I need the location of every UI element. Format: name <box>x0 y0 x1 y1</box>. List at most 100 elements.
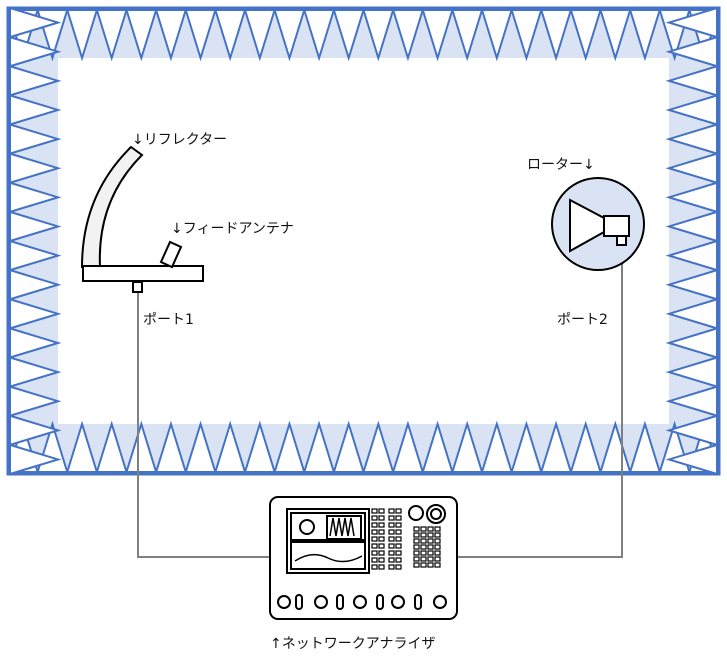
reflector-antenna <box>80 145 204 293</box>
analyzer-key <box>413 556 420 562</box>
absorber-cone <box>665 268 718 301</box>
analyzer-key <box>413 526 420 532</box>
absorber-cone <box>95 420 128 473</box>
absorber-cone <box>451 9 484 62</box>
absorber-cones <box>6 6 721 476</box>
absorber-cone <box>302 420 336 473</box>
analyzer-key <box>427 550 434 556</box>
absorber-cone <box>9 94 62 126</box>
absorber-cone <box>154 420 188 473</box>
absorber-cone <box>451 420 484 473</box>
cable-port2 <box>457 244 623 558</box>
analyzer-key <box>413 538 420 544</box>
analyzer-key <box>388 543 395 549</box>
absorber-cone <box>243 420 276 473</box>
absorber-cone <box>9 414 62 447</box>
analyzer-knob <box>295 594 303 610</box>
reflector-label: ↓リフレクター <box>132 132 228 148</box>
analyzer-key <box>388 522 395 528</box>
absorber-cone <box>362 420 395 473</box>
analyzer-key <box>378 557 385 563</box>
analyzer-key <box>420 556 427 562</box>
analyzer-key <box>388 536 395 542</box>
analyzer-key <box>378 543 385 549</box>
analyzer-key <box>371 515 378 521</box>
absorber-cone <box>665 297 718 330</box>
analyzer-key <box>395 543 402 549</box>
analyzer-key <box>378 515 385 521</box>
analyzer-key <box>378 564 385 570</box>
absorber-cone <box>665 64 718 97</box>
analyzer-key <box>420 538 427 544</box>
analyzer-key <box>413 550 420 556</box>
absorber-cone <box>391 420 425 473</box>
absorber-cone <box>9 123 62 155</box>
analyzer-key <box>371 522 378 528</box>
absorber-cone <box>332 9 365 62</box>
absorber-cone <box>665 385 718 418</box>
port1-label: ポート1 <box>143 312 194 328</box>
analyzer-key <box>434 538 441 544</box>
analyzer-key <box>378 550 385 556</box>
analyzer-knob <box>376 594 384 610</box>
absorber-cone <box>214 420 247 473</box>
analyzer-key <box>395 550 402 556</box>
analyzer-key <box>388 508 395 514</box>
port2-connector <box>616 235 627 246</box>
analyzer-knob <box>277 595 291 609</box>
absorber-cone <box>510 420 543 473</box>
analyzer-key <box>413 562 420 568</box>
absorber-cone <box>362 9 395 62</box>
absorber-cone <box>243 9 276 62</box>
analyzer-key <box>371 529 378 535</box>
absorber-cone <box>665 239 718 272</box>
analyzer-key <box>420 532 427 538</box>
absorber-cone <box>391 9 425 62</box>
absorber-cone <box>9 6 62 39</box>
absorber-cone <box>665 356 718 388</box>
analyzer-key <box>420 550 427 556</box>
analyzer-knob <box>414 594 422 610</box>
absorber-cone <box>273 9 306 62</box>
absorber-cone <box>628 420 662 473</box>
absorber-cone <box>9 64 62 97</box>
analyzer-key <box>371 508 378 514</box>
absorber-cone <box>125 420 158 473</box>
absorber-cone <box>9 210 62 243</box>
absorber-cone <box>510 9 543 62</box>
absorber-cone <box>665 327 718 359</box>
analyzer-knob <box>391 595 405 609</box>
absorber-cone <box>421 9 454 62</box>
analyzer-key <box>388 550 395 556</box>
analyzer-key <box>427 544 434 550</box>
analyzer-key <box>378 522 385 528</box>
analyzer-key <box>371 564 378 570</box>
analyzer-key <box>371 550 378 556</box>
cable-port1 <box>137 292 270 558</box>
analyzer-key <box>427 556 434 562</box>
absorber-cone <box>214 9 247 62</box>
absorber-cone <box>95 9 128 62</box>
absorber-cone <box>9 152 62 185</box>
analyzer-key <box>434 556 441 562</box>
absorber-cone <box>9 35 62 68</box>
absorber-cone <box>184 9 217 62</box>
analyzer-knob <box>336 594 344 610</box>
absorber-cone <box>665 94 718 126</box>
absorber-cone <box>665 443 718 476</box>
analyzer-key <box>395 515 402 521</box>
analyzer-key <box>395 529 402 535</box>
analyzer-key <box>420 544 427 550</box>
feed-antenna-label: ↓フィードアンテナ <box>171 221 294 237</box>
analyzer-key <box>395 508 402 514</box>
absorber-cone <box>65 420 99 473</box>
analyzer-key <box>378 508 385 514</box>
rotator-label: ローター↓ <box>527 157 595 173</box>
analyzer-key <box>388 515 395 521</box>
absorber-cone <box>480 9 513 62</box>
absorber-cone <box>665 152 718 185</box>
port1-connector <box>132 281 143 293</box>
reflector-base <box>82 265 204 282</box>
absorber-cone <box>65 9 99 62</box>
